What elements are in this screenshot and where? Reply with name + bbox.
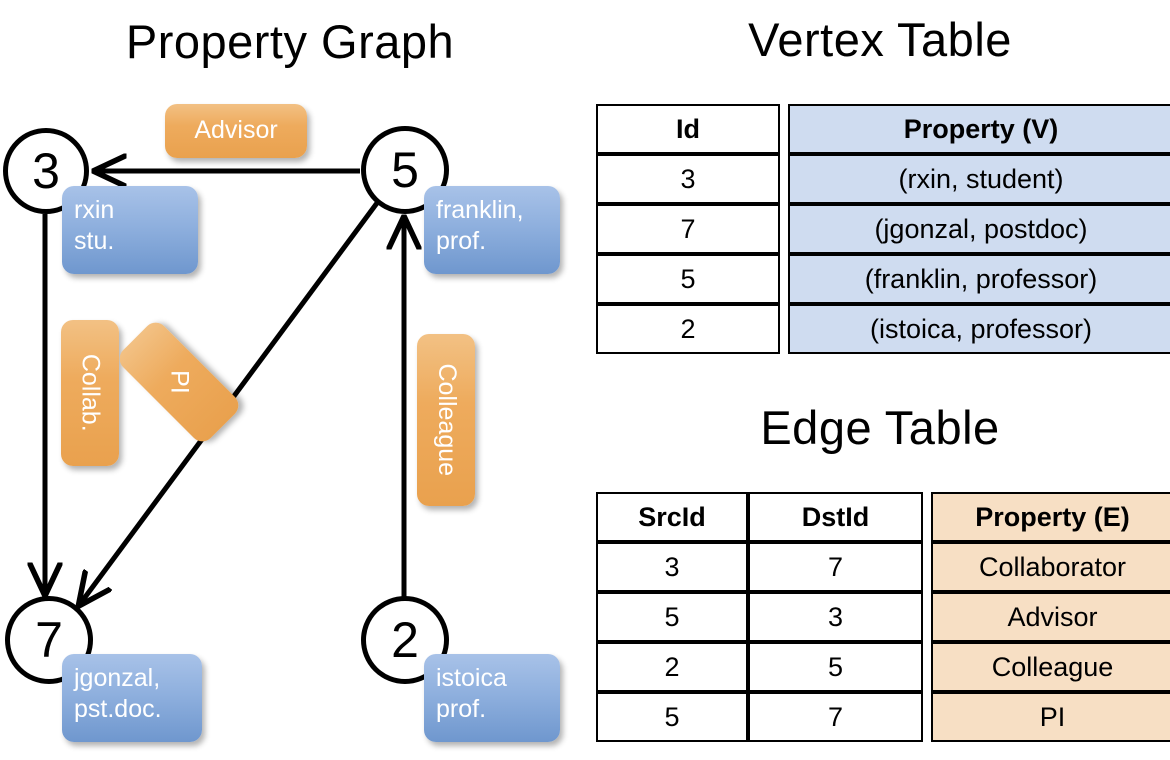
property-graph-diagram: 3 5 7 2 rxin stu. franklin, prof. jgonza… [3, 104, 560, 742]
edge-property-chip-advisor-label: Advisor [194, 116, 278, 145]
edge-property-chip-colleague: Colleague [417, 334, 475, 506]
vertex-property-chip-2: istoica prof. [424, 654, 560, 742]
graph-node-2-label: 2 [391, 612, 419, 668]
page-title-property-graph: Property Graph [125, 15, 455, 68]
page-title-vertex-table: Vertex Table [748, 13, 1012, 66]
edge-property-chip-pi-label: PI [165, 370, 194, 394]
vertex-property-chip-5-line2: prof. [436, 226, 487, 255]
edge-cell-dst: 7 [748, 542, 923, 592]
vertex-property-chip-3-line1: rxin [74, 196, 115, 224]
graph-node-7-label: 7 [35, 612, 63, 668]
vertex-table-column-gap [780, 254, 788, 304]
table-row: 7 (jgonzal, postdoc) [596, 204, 1170, 254]
vertex-table-header-row: Id Property (V) [596, 104, 1170, 154]
vertex-cell-id: 7 [596, 204, 780, 254]
vertex-property-chip-7: jgonzal, pst.doc. [62, 654, 202, 742]
edge-table: SrcId DstId Property (E) 3 7 Collaborato… [596, 492, 1170, 742]
vertex-cell-property: (rxin, student) [788, 154, 1170, 204]
edge-table-column-gap [923, 542, 931, 592]
vertex-property-chip-5: franklin, prof. [424, 186, 560, 274]
vertex-property-chip-3: rxin stu. [62, 186, 198, 274]
graph-node-5-label: 5 [391, 142, 419, 198]
page-title-edge-table: Edge Table [760, 401, 1000, 454]
table-row: 5 7 PI [596, 692, 1170, 742]
vertex-cell-property: (jgonzal, postdoc) [788, 204, 1170, 254]
vertex-table-header-id: Id [596, 104, 780, 154]
vertex-table-column-gap [780, 204, 788, 254]
vertex-table-header-property: Property (V) [788, 104, 1170, 154]
table-row: 3 (rxin, student) [596, 154, 1170, 204]
graph-node-5[interactable]: 5 [361, 126, 449, 214]
edge-table-column-gap [923, 692, 931, 742]
vertex-table-column-gap [780, 104, 788, 154]
graph-node-3-label: 3 [32, 143, 60, 199]
edge-cell-property: PI [931, 692, 1170, 742]
edge-cell-src: 3 [596, 542, 748, 592]
vertex-table-column-gap [780, 304, 788, 354]
vertex-cell-property: (istoica, professor) [788, 304, 1170, 354]
edge-table-header-srcid: SrcId [596, 492, 748, 542]
vertex-cell-id: 5 [596, 254, 780, 304]
graph-node-2[interactable]: 2 [361, 596, 449, 684]
edge-table-column-gap [923, 592, 931, 642]
edge-cell-src: 5 [596, 692, 748, 742]
edge-table-header-dstid: DstId [748, 492, 923, 542]
edge-property-chip-colleague-label: Colleague [432, 363, 461, 477]
edge-property-chip-advisor: Advisor [165, 104, 307, 158]
edge-cell-dst: 5 [748, 642, 923, 692]
edge-cell-src: 5 [596, 592, 748, 642]
table-row: 5 (franklin, professor) [596, 254, 1170, 304]
edge-property-chip-collab: Collab. [61, 320, 119, 466]
vertex-property-chip-2-line1: istoica [436, 664, 507, 692]
table-row: 3 7 Collaborator [596, 542, 1170, 592]
vertex-cell-property: (franklin, professor) [788, 254, 1170, 304]
vertex-property-chip-3-line2: stu. [74, 226, 115, 255]
edge-table-header-row: SrcId DstId Property (E) [596, 492, 1170, 542]
edge-table-column-gap [923, 642, 931, 692]
edge-cell-property: Colleague [931, 642, 1170, 692]
vertex-property-chip-2-line2: prof. [436, 694, 487, 723]
vertex-table-column-gap [780, 154, 788, 204]
edge-cell-property: Collaborator [931, 542, 1170, 592]
edge-cell-property: Advisor [931, 592, 1170, 642]
vertex-cell-id: 2 [596, 304, 780, 354]
vertex-table: Id Property (V) 3 (rxin, student) 7 (jgo… [596, 104, 1170, 354]
edge-cell-dst: 7 [748, 692, 923, 742]
vertex-cell-id: 3 [596, 154, 780, 204]
edge-cell-dst: 3 [748, 592, 923, 642]
edge-cell-src: 2 [596, 642, 748, 692]
table-row: 2 5 Colleague [596, 642, 1170, 692]
vertex-property-chip-5-line1: franklin, [436, 196, 524, 224]
vertex-property-chip-7-line1: jgonzal, [74, 664, 161, 692]
edge-table-header-property: Property (E) [931, 492, 1170, 542]
edge-table-column-gap [923, 492, 931, 542]
vertex-property-chip-7-line2: pst.doc. [74, 694, 162, 723]
edge-property-chip-collab-label: Collab. [76, 354, 105, 432]
table-row: 2 (istoica, professor) [596, 304, 1170, 354]
table-row: 5 3 Advisor [596, 592, 1170, 642]
